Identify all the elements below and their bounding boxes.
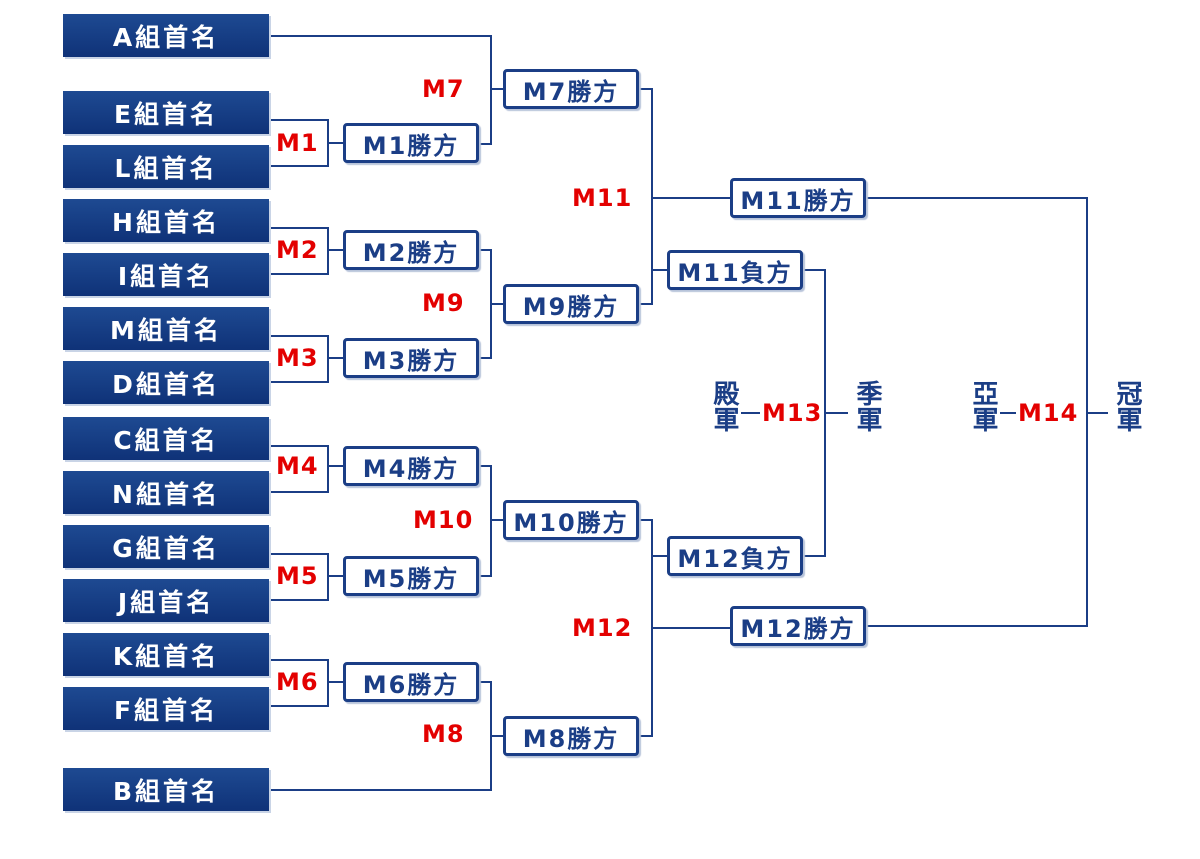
team-h-first: H組首名	[63, 199, 269, 242]
result-m7-winner: M7勝方	[503, 69, 639, 109]
match-label-m13: M13	[760, 398, 825, 428]
result-m4-winner: M4勝方	[343, 446, 479, 486]
result-m8-winner: M8勝方	[503, 716, 639, 756]
team-g-first: G組首名	[63, 525, 269, 568]
team-b-first: B組首名	[63, 768, 269, 811]
result-m12-winner: M12勝方	[730, 606, 866, 646]
team-c-first: C組首名	[63, 417, 269, 460]
match-label-m10: M10	[413, 506, 474, 534]
team-e-first: E組首名	[63, 91, 269, 134]
team-f-first: F組首名	[63, 687, 269, 730]
result-m11-winner: M11勝方	[730, 178, 866, 218]
team-j-first: J組首名	[63, 579, 269, 622]
team-n-first: N組首名	[63, 471, 269, 514]
result-m9-winner: M9勝方	[503, 284, 639, 324]
match-label-m12: M12	[572, 614, 633, 642]
match-label-m8: M8	[422, 720, 465, 748]
team-l-first: L組首名	[63, 145, 269, 188]
team-i-first: I組首名	[63, 253, 269, 296]
match-label-m3: M3	[274, 343, 321, 373]
result-m11-loser: M11負方	[667, 250, 803, 290]
team-d-first: D組首名	[63, 361, 269, 404]
team-a-first: A組首名	[63, 14, 269, 57]
match-label-m1: M1	[274, 128, 321, 158]
result-m3-winner: M3勝方	[343, 338, 479, 378]
result-m12-loser: M12負方	[667, 536, 803, 576]
match-label-m4: M4	[274, 451, 321, 481]
match-label-m11: M11	[572, 184, 633, 212]
match-label-m6: M6	[274, 667, 321, 697]
result-m2-winner: M2勝方	[343, 230, 479, 270]
result-m6-winner: M6勝方	[343, 662, 479, 702]
team-m-first: M組首名	[63, 307, 269, 350]
result-m10-winner: M10勝方	[503, 500, 639, 540]
match-label-m14: M14	[1016, 398, 1081, 428]
placing-fourth: 殿軍	[705, 380, 741, 432]
match-label-m2: M2	[274, 235, 321, 265]
result-m1-winner: M1勝方	[343, 123, 479, 163]
placing-first: 冠軍	[1108, 380, 1144, 432]
result-m5-winner: M5勝方	[343, 556, 479, 596]
match-label-m9: M9	[422, 289, 465, 317]
placing-second: 亞軍	[964, 380, 1000, 432]
team-k-first: K組首名	[63, 633, 269, 676]
match-label-m7: M7	[422, 75, 465, 103]
match-label-m5: M5	[274, 561, 321, 591]
placing-third: 季軍	[848, 380, 884, 432]
